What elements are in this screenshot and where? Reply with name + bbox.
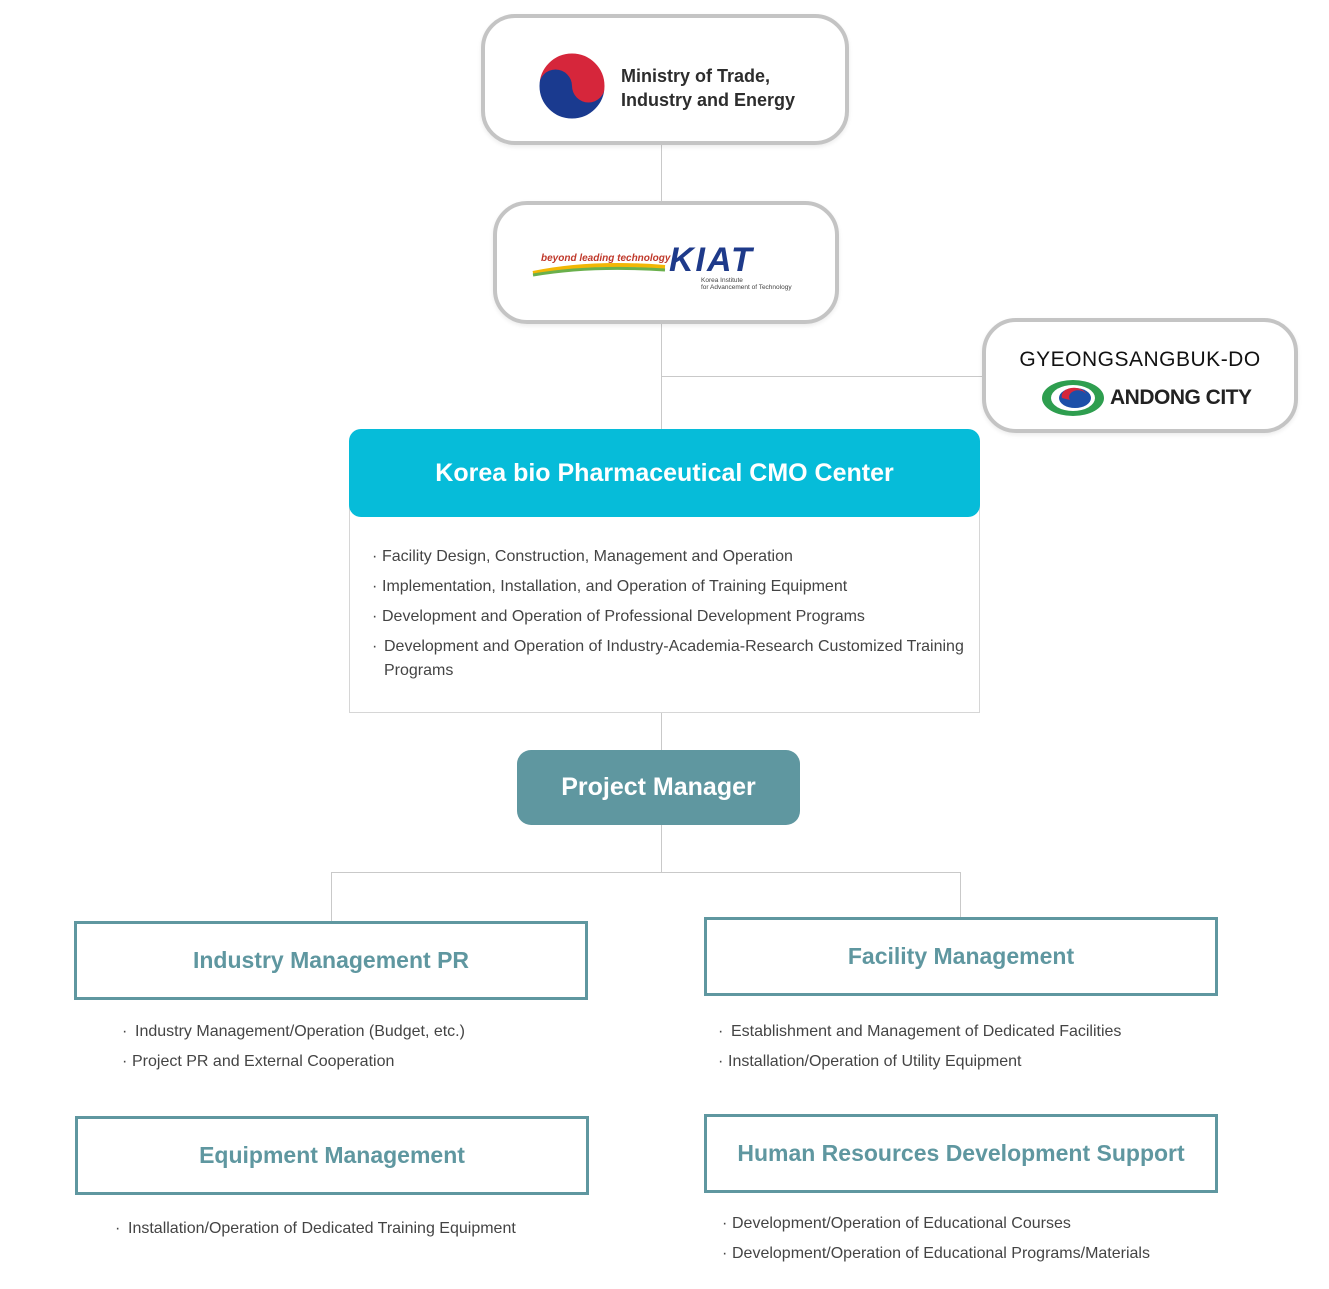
center-title: Korea bio Pharmaceutical CMO Center bbox=[435, 458, 894, 487]
kiat-subtitle-line2: for Advancement of Technology bbox=[701, 284, 792, 291]
connector-branch-left bbox=[331, 872, 332, 922]
connector-ministry-kiat bbox=[661, 144, 662, 202]
connector-branch-right bbox=[960, 872, 961, 918]
list-item: Development/Operation of Educational Cou… bbox=[722, 1212, 1222, 1236]
dept-hr-box: Human Resources Development Support bbox=[704, 1114, 1218, 1193]
dept-industry-title: Industry Management PR bbox=[192, 947, 470, 973]
andong-emblem-icon bbox=[1042, 380, 1104, 416]
list-item: Establishment and Management of Dedicate… bbox=[718, 1020, 1218, 1044]
kiat-subtitle: Korea Institute for Advancement of Techn… bbox=[701, 277, 792, 291]
regional-logo-box: GYEONGSANGBUK-DO ANDONG CITY bbox=[982, 318, 1298, 433]
kiat-swoosh-icon bbox=[532, 263, 666, 277]
list-item: Installation/Operation of Dedicated Trai… bbox=[115, 1217, 595, 1241]
dept-equipment-title: Equipment Management bbox=[199, 1142, 465, 1168]
connector-center-pm bbox=[661, 712, 662, 751]
ministry-name: Ministry of Trade, Industry and Energy bbox=[621, 64, 795, 112]
center-duties-panel: Facility Design, Construction, Managemen… bbox=[349, 505, 980, 713]
city-name: ANDONG CITY bbox=[1110, 386, 1252, 409]
dept-facility-box: Facility Management bbox=[704, 917, 1218, 996]
dept-equipment-box: Equipment Management bbox=[75, 1116, 589, 1195]
list-item: Development and Operation of Industry-Ac… bbox=[372, 635, 972, 683]
kiat-tagline: beyond leading technology bbox=[541, 253, 671, 264]
dept-facility-title: Facility Management bbox=[847, 943, 1075, 969]
taegeuk-emblem-icon bbox=[538, 52, 606, 120]
center-duties-list: Facility Design, Construction, Managemen… bbox=[372, 545, 972, 689]
project-manager-box: Project Manager bbox=[517, 750, 800, 825]
kiat-subtitle-line1: Korea Institute bbox=[701, 277, 743, 284]
province-name: GYEONGSANGBUK-DO bbox=[1019, 348, 1261, 371]
list-item: Industry Management/Operation (Budget, e… bbox=[122, 1020, 592, 1044]
list-item: Facility Design, Construction, Managemen… bbox=[372, 545, 972, 569]
list-item: Development and Operation of Professiona… bbox=[372, 605, 972, 629]
ministry-logo-box: Ministry of Trade, Industry and Energy bbox=[481, 14, 849, 145]
dept-industry-box: Industry Management PR bbox=[74, 921, 588, 1000]
list-item: Development/Operation of Educational Pro… bbox=[722, 1242, 1222, 1266]
project-manager-title: Project Manager bbox=[561, 773, 756, 801]
dept-hr-title: Human Resources Development Support bbox=[737, 1140, 1185, 1166]
connector-branch-horizontal bbox=[331, 872, 961, 873]
list-item: Installation/Operation of Utility Equipm… bbox=[718, 1050, 1218, 1074]
connector-pm-branch bbox=[661, 824, 662, 872]
center-title-box: Korea bio Pharmaceutical CMO Center bbox=[349, 429, 980, 517]
connector-regional bbox=[661, 376, 983, 377]
dept-hr-list: Development/Operation of Educational Cou… bbox=[722, 1212, 1222, 1272]
list-item: Project PR and External Cooperation bbox=[122, 1050, 592, 1074]
dept-facility-list: Establishment and Management of Dedicate… bbox=[718, 1020, 1218, 1080]
kiat-wordmark: KIAT bbox=[669, 241, 754, 279]
ministry-name-line1: Ministry of Trade, bbox=[621, 66, 771, 86]
ministry-name-line2: Industry and Energy bbox=[621, 90, 796, 110]
list-item: Implementation, Installation, and Operat… bbox=[372, 575, 972, 599]
kiat-logo-box: beyond leading technology KIAT Korea Ins… bbox=[493, 201, 839, 324]
dept-industry-list: Industry Management/Operation (Budget, e… bbox=[122, 1020, 592, 1080]
dept-equipment-list: Installation/Operation of Dedicated Trai… bbox=[115, 1217, 595, 1247]
